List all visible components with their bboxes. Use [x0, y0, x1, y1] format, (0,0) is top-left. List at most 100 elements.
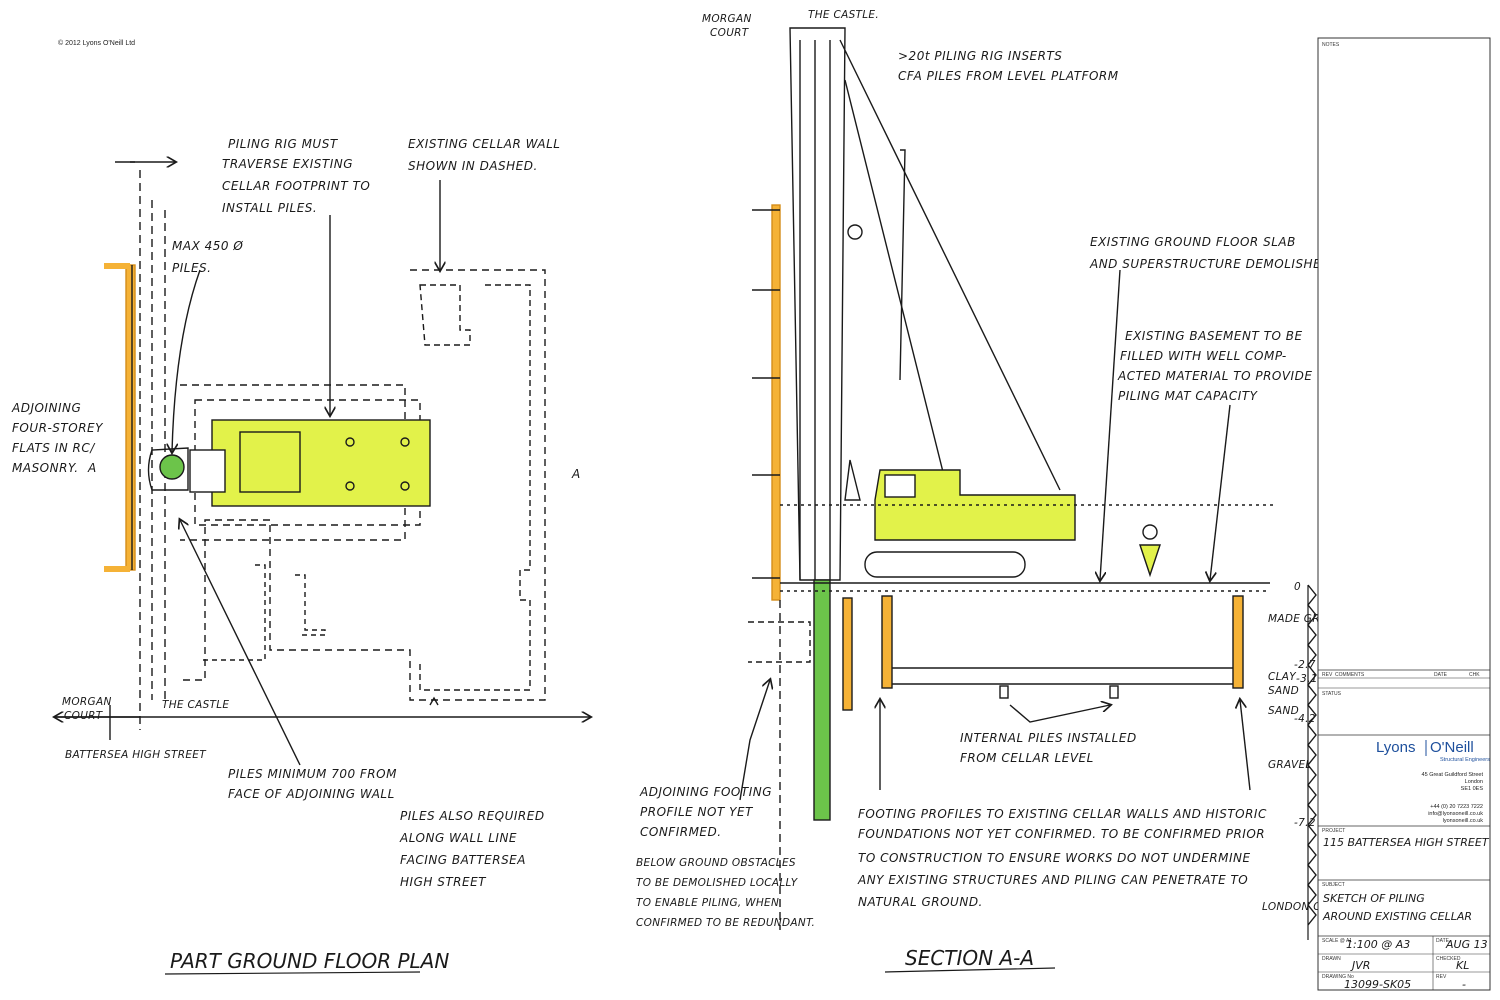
- rig-line-1: >20t PILING RIG INSERTS: [898, 49, 1062, 63]
- level-london-clay: -7.2: [1294, 817, 1316, 829]
- section-labels: MORGAN COURT THE CASTLE. >20t PILING RIG…: [636, 9, 1353, 973]
- piles-also-line-2: ALONG WALL LINE: [399, 831, 517, 845]
- rig-traverse-line-2: TRAVERSE EXISTING: [222, 157, 353, 171]
- cellar-wall-line-2: SHOWN IN DASHED.: [408, 159, 538, 173]
- below-ground-line-1: BELOW GROUND OBSTACLES: [636, 857, 796, 869]
- max-piles-line-1: MAX 450 Ø: [172, 239, 243, 253]
- drawing-no-value: 13099-SK05: [1344, 978, 1411, 991]
- rig-traverse-line-3: CELLAR FOOTPRINT TO: [222, 179, 370, 193]
- pile-min-line-1: PILES MINIMUM 700 FROM: [228, 767, 397, 781]
- rev-header-comments: COMMENTS: [1335, 672, 1365, 678]
- scale-label: SCALE @ A1: [1322, 938, 1352, 944]
- rev-header-chk: CHK: [1469, 672, 1480, 678]
- level-clay: -2.7: [1294, 659, 1316, 671]
- adjoining-wall-section: [771, 204, 781, 601]
- adj-footing-line-2: PROFILE NOT YET: [640, 805, 754, 819]
- stratum-gravel: GRAVEL: [1268, 759, 1312, 771]
- pile-min-line-2: FACE OF ADJOINING WALL: [228, 787, 395, 801]
- sec-morgan-court-2: COURT: [710, 27, 750, 39]
- piles-also-line-1: PILES ALSO REQUIRED: [400, 809, 545, 823]
- status-label: STATUS: [1322, 691, 1342, 697]
- company-name-2: O'Neill: [1430, 739, 1474, 756]
- footing-profiles-line-1: FOOTING PROFILES TO EXISTING CELLAR WALL…: [858, 807, 1267, 821]
- plan-the-castle: THE CASTLE: [162, 699, 229, 711]
- rev-label: REV: [1436, 974, 1447, 980]
- adj-footing-line-3: CONFIRMED.: [640, 825, 722, 839]
- drawn-value: JVR: [1350, 959, 1370, 972]
- piles-also-line-3: FACING BATTERSEA: [400, 853, 526, 867]
- stratum-sand-1: SAND: [1268, 685, 1299, 697]
- copyright-notice: © 2012 Lyons O'Neill Ltd: [58, 40, 136, 47]
- section-mark-left: A: [87, 461, 97, 475]
- plan-morgan-court-1: MORGAN: [62, 696, 112, 708]
- basement-line-3: ACTED MATERIAL TO PROVIDE: [1117, 369, 1312, 383]
- rig-line-2: CFA PILES FROM LEVEL PLATFORM: [898, 69, 1119, 83]
- adjoining-line-1: ADJOINING: [11, 401, 81, 415]
- cfa-pile: [813, 579, 831, 821]
- pile-marker: [159, 454, 185, 480]
- drawing-no-label: DRAWING No: [1322, 974, 1354, 980]
- level-sand: -3.1: [1296, 673, 1318, 685]
- adjoining-wall: [125, 264, 136, 571]
- subject-label: SUBJECT: [1322, 882, 1345, 888]
- stratum-sand-2: SAND: [1268, 705, 1299, 717]
- section-drawing: [739, 27, 1317, 940]
- scale-value: 1:100 @ A3: [1346, 938, 1410, 951]
- level-gravel: -4.2: [1294, 713, 1316, 725]
- section-title: SECTION A-A: [905, 946, 1034, 970]
- sec-the-castle: THE CASTLE.: [808, 9, 879, 21]
- slab-line-2: AND SUPERSTRUCTURE DEMOLISHED: [1089, 257, 1331, 271]
- drawn-label: DRAWN: [1322, 956, 1341, 962]
- subject-line-1: SKETCH OF PILING: [1323, 892, 1425, 905]
- adjoining-line-4: MASONRY.: [12, 461, 79, 475]
- rig-traverse-line-4: INSTALL PILES.: [222, 201, 317, 215]
- plan-battersea: BATTERSEA HIGH STREET: [65, 749, 207, 761]
- subject-line-2: AROUND EXISTING CELLAR: [1322, 910, 1472, 923]
- date-value: AUG 13: [1445, 938, 1488, 951]
- stratum-clay: CLAY: [1268, 671, 1297, 683]
- section-mark-right: A: [571, 467, 581, 481]
- basement-line-1: EXISTING BASEMENT TO BE: [1125, 329, 1303, 343]
- rig-tracks: [864, 551, 1026, 578]
- basement-line-2: FILLED WITH WELL COMP-: [1120, 349, 1287, 363]
- project-name: 115 BATTERSEA HIGH STREET: [1323, 836, 1490, 849]
- plan-labels: PILING RIG MUST TRAVERSE EXISTING CELLAR…: [11, 137, 581, 975]
- adj-footing-line-1: ADJOINING FOOTING: [639, 785, 772, 799]
- footing-profiles-line-2: FOUNDATIONS NOT YET CONFIRMED. TO BE CON…: [858, 827, 1265, 841]
- footing-profiles-line-3: TO CONSTRUCTION TO ENSURE WORKS DO NOT U…: [858, 851, 1251, 865]
- checked-label: CHECKED: [1436, 956, 1461, 962]
- address-line-3: SE1 0ES: [1461, 786, 1484, 792]
- rev-value: -: [1462, 978, 1466, 991]
- checked-value: KL: [1456, 959, 1469, 972]
- company-subtitle: Structural Engineers: [1440, 757, 1490, 763]
- internal-piles-line-2: FROM CELLAR LEVEL: [960, 751, 1094, 765]
- adjoining-line-2: FOUR-STOREY: [12, 421, 104, 435]
- date-label: DATE: [1436, 938, 1450, 944]
- below-ground-line-3: TO ENABLE PILING, WHEN: [636, 897, 779, 909]
- rev-header-rev: REV: [1322, 672, 1333, 678]
- slab-line-1: EXISTING GROUND FLOOR SLAB: [1090, 235, 1296, 249]
- basement-line-4: PILING MAT CAPACITY: [1118, 389, 1259, 403]
- piling-rig-section: [874, 469, 1076, 541]
- rev-header-date: DATE: [1434, 672, 1448, 678]
- piles-also-line-4: HIGH STREET: [400, 875, 487, 889]
- max-piles-line-2: PILES.: [172, 261, 211, 275]
- plan-title: PART GROUND FLOOR PLAN: [170, 949, 449, 973]
- plan-morgan-court-2: COURT: [64, 710, 104, 722]
- adjoining-line-3: FLATS IN RC/: [12, 441, 96, 455]
- sec-morgan-court-1: MORGAN: [702, 13, 752, 25]
- address-line-1: 45 Great Guildford Street: [1422, 772, 1484, 778]
- rig-traverse-line-1: PILING RIG MUST: [228, 137, 339, 151]
- footing-profiles-line-4: ANY EXISTING STRUCTURES AND PILING CAN P…: [857, 873, 1248, 887]
- below-ground-line-2: TO BE DEMOLISHED LOCALLY: [636, 877, 799, 889]
- level-0: 0: [1294, 581, 1301, 593]
- below-ground-line-4: CONFIRMED TO BE REDUNDANT.: [636, 917, 815, 929]
- cellar-wall-line-1: EXISTING CELLAR WALL: [408, 137, 560, 151]
- notes-label: NOTES: [1322, 42, 1340, 48]
- ground-floor-plan: [55, 162, 590, 766]
- title-block: NOTES REV COMMENTS DATE CHK STATUS Lyons…: [1317, 37, 1491, 991]
- internal-piles-line-1: INTERNAL PILES INSTALLED: [960, 731, 1137, 745]
- project-label: PROJECT: [1322, 828, 1345, 834]
- contact-phone: +44 (0) 20 7223 7222: [1430, 804, 1483, 810]
